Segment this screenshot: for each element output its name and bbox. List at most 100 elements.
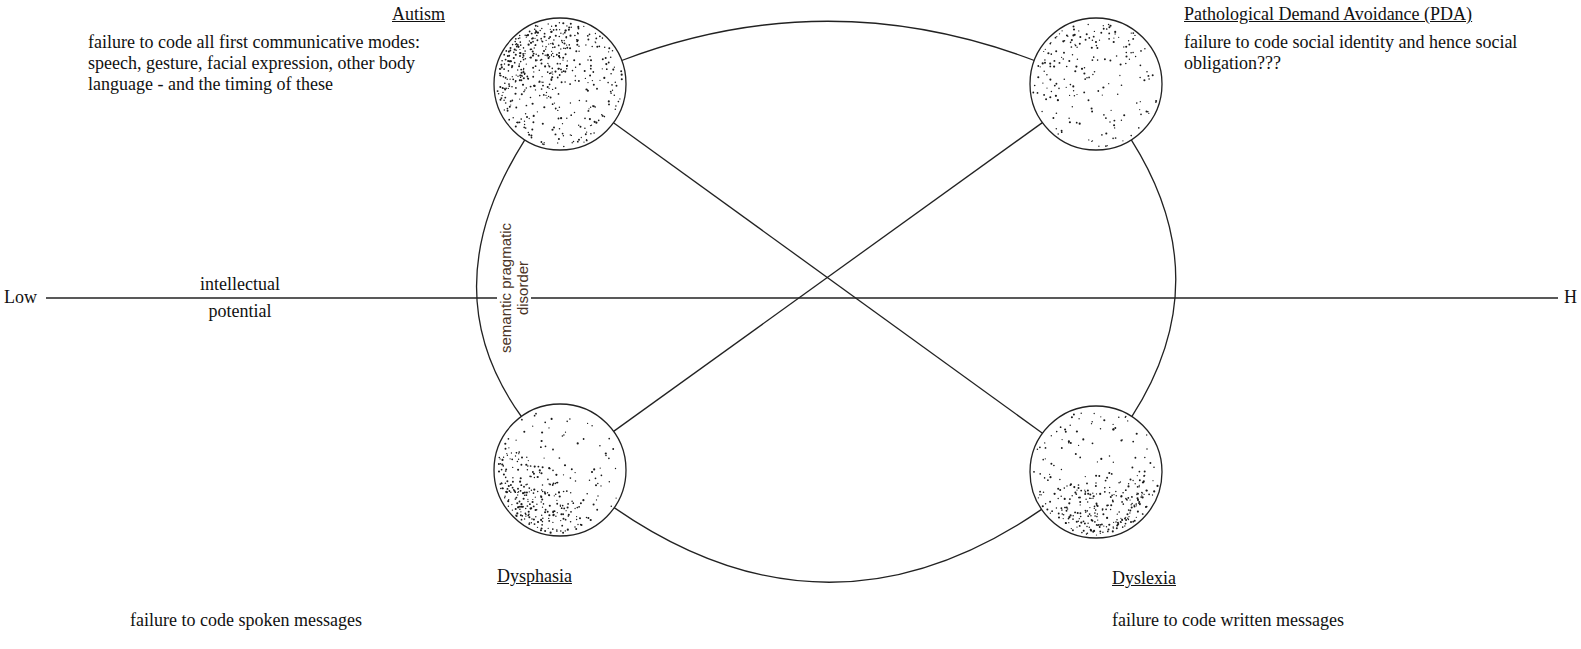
- stipple-dot: [595, 42, 596, 43]
- node-description: failure to code all first communicative …: [88, 32, 438, 95]
- stipple-dot: [571, 27, 572, 28]
- stipple-dot: [1142, 482, 1144, 484]
- stipple-dot: [599, 445, 601, 447]
- stipple-dot: [1066, 87, 1067, 88]
- stipple-dot: [552, 53, 553, 54]
- stipple-dot: [1066, 510, 1068, 512]
- stipple-dot: [1147, 75, 1149, 77]
- stipple-dot: [567, 529, 569, 531]
- circle-border: [1030, 18, 1162, 150]
- stipple-dot: [1148, 113, 1149, 114]
- stipple-dot: [515, 87, 517, 89]
- stipple-dot: [1066, 485, 1067, 486]
- stipple-dot: [574, 35, 576, 37]
- stipple-dot: [1064, 507, 1066, 509]
- stipple-dot: [1122, 140, 1123, 141]
- stipple-dot: [1138, 486, 1139, 487]
- stipple-dot: [541, 82, 542, 83]
- stipple-dot: [508, 447, 509, 448]
- stipple-dot: [536, 39, 538, 41]
- stipple-dot: [530, 508, 532, 510]
- stipple-dot: [523, 47, 525, 49]
- stipple-dot: [1117, 522, 1118, 523]
- stipple-dot: [507, 455, 508, 456]
- stipple-dot: [557, 77, 559, 79]
- stipple-dot: [520, 490, 522, 492]
- stipple-dot: [555, 483, 557, 485]
- stipple-dot: [1125, 416, 1126, 417]
- stipple-dot: [1065, 431, 1067, 433]
- stipple-dot: [531, 49, 533, 51]
- stipple-dot: [515, 455, 516, 456]
- stipple-dot: [532, 103, 534, 105]
- stipple-dot: [611, 505, 613, 507]
- stipple-dot: [578, 506, 580, 508]
- stipple-dot: [517, 492, 518, 493]
- stipple-dot: [1077, 512, 1079, 514]
- stipple-dot: [556, 29, 558, 31]
- stipple-dot: [550, 78, 552, 80]
- stipple-dot: [1076, 430, 1078, 432]
- stipple-dot: [1074, 511, 1076, 513]
- stipple-dot: [537, 527, 538, 528]
- stipple-dot: [1061, 130, 1063, 132]
- stipple-dot: [570, 102, 571, 103]
- stipple-dot: [570, 511, 572, 513]
- stipple-dot: [560, 530, 562, 532]
- stipple-dot: [1142, 492, 1143, 493]
- stipple-dot: [1058, 517, 1060, 519]
- stipple-dot: [1137, 486, 1139, 488]
- stipple-dot: [554, 495, 555, 496]
- stipple-dot: [1132, 52, 1134, 54]
- stipple-dot: [1121, 120, 1122, 121]
- stipple-dot: [552, 68, 554, 70]
- stipple-dot: [508, 64, 509, 65]
- stipple-dot: [555, 35, 557, 37]
- stipple-dot: [1144, 470, 1146, 472]
- stipple-dot: [1045, 447, 1047, 449]
- stipple-dot: [515, 38, 517, 40]
- stipple-dot: [1061, 30, 1062, 31]
- stipple-dot: [563, 47, 565, 49]
- stipple-dot: [1110, 504, 1112, 506]
- stipple-dot: [548, 23, 549, 24]
- stipple-dot: [1056, 128, 1058, 130]
- stipple-dot: [1127, 420, 1128, 421]
- stipple-dot: [551, 31, 553, 33]
- stipple-dot: [563, 434, 565, 436]
- stipple-dot: [1109, 487, 1110, 488]
- stipple-dot: [1152, 494, 1153, 495]
- stipple-dot: [517, 46, 519, 48]
- circle-border: [494, 18, 626, 150]
- stipple-dot: [1152, 480, 1153, 481]
- stipple-dot: [1128, 40, 1129, 41]
- stipple-dot: [517, 461, 519, 463]
- stipple-dot: [1112, 428, 1114, 430]
- stipple-dot: [500, 99, 502, 101]
- stipple-dot: [1112, 424, 1113, 425]
- stipple-dot: [1146, 490, 1148, 492]
- stipple-dot: [1095, 475, 1097, 477]
- stipple-dot: [1100, 416, 1101, 417]
- stipple-dot: [1092, 442, 1094, 444]
- stipple-dot: [541, 59, 543, 61]
- stipple-dot: [1149, 462, 1151, 464]
- stipple-dot: [565, 30, 566, 31]
- stipple-dot: [566, 118, 567, 119]
- stipple-dot: [500, 68, 501, 69]
- stipple-dot: [544, 511, 546, 513]
- stipple-dot: [507, 500, 509, 502]
- stipple-dot: [620, 70, 622, 72]
- stipple-dot: [1039, 494, 1040, 495]
- stipple-dot: [558, 52, 560, 54]
- stipple-dot: [531, 128, 533, 130]
- stipple-dot: [518, 491, 519, 492]
- stipple-dot: [608, 458, 610, 460]
- stipple-dot: [1146, 448, 1148, 450]
- stipple-dot: [498, 93, 500, 95]
- stipple-dot: [512, 509, 513, 510]
- stipple-dot: [1037, 76, 1039, 78]
- stipple-dot: [1130, 135, 1132, 137]
- node-heading: Dysphasia: [497, 566, 572, 587]
- stipple-dot: [1118, 37, 1119, 38]
